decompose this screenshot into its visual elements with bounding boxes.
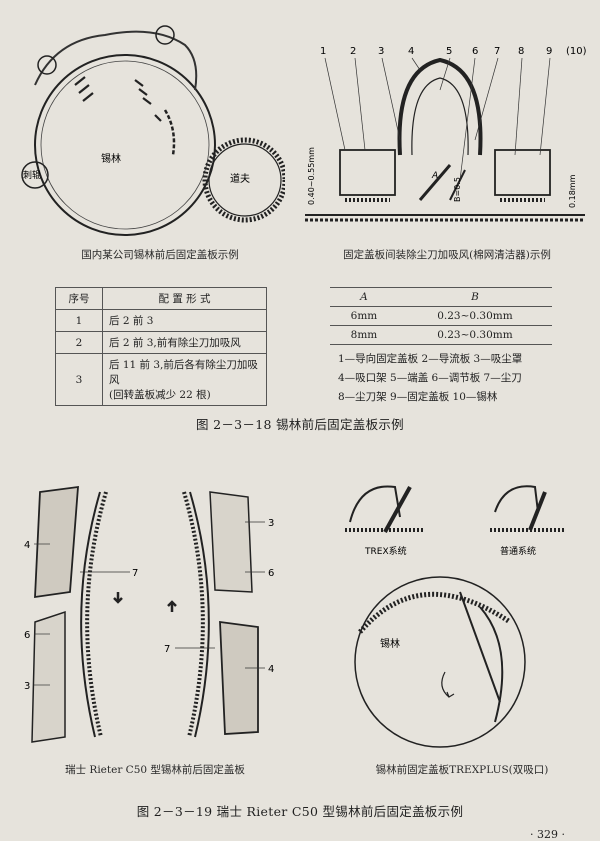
row-no: 3: [55, 353, 103, 406]
label-xilin-trex: 锡林: [380, 637, 400, 650]
num-3: 3: [378, 46, 384, 57]
table-header-row: 序号 配 置 形 式: [55, 287, 267, 310]
gauge-table: A B 6mm 0.23~0.30mm 8mm 0.23~0.30mm: [330, 287, 552, 345]
num-7: 7: [494, 46, 500, 57]
row-no: 2: [55, 331, 103, 354]
figure-caption-2-3-19: 图 2－3－19 瑞士 Rieter C50 型锡林前后固定盖板示例: [136, 804, 464, 819]
label-normal: 普通系统: [500, 545, 536, 557]
fig3-label: 3: [24, 681, 30, 692]
fig-dust-knife-suction-diagram: 1 2 3 4 5 6 7 8 9 (10) 0.40~0.55mm A B=0…: [305, 46, 587, 222]
legend-line: 4—吸口架 5—端盖 6—调节板 7—尘刀: [338, 372, 522, 384]
label-xilin: 锡林: [101, 152, 121, 165]
row-no: 1: [55, 309, 103, 332]
fig2-caption: 固定盖板间装除尘刀加吸风(棉网清洁器)示例: [343, 249, 551, 261]
legend-line: 1—导向固定盖板 2—导流板 3—吸尘罩: [338, 353, 523, 365]
row-text-2: (回转盖板减少 22 根): [109, 389, 211, 401]
row-text: 后 2 前 3,前有除尘刀加吸风: [102, 331, 267, 354]
num-8: 8: [518, 46, 524, 57]
row-text: 后 11 前 3,前后各有除尘刀加吸风: [109, 359, 258, 386]
col-no: 序号: [55, 287, 103, 310]
legend-line: 8—尘刀架 9—固定盖板 10—锡林: [338, 391, 498, 403]
col-config: 配 置 形 式: [102, 287, 267, 310]
fig3-caption: 瑞士 Rieter C50 型锡林前后固定盖板: [65, 764, 245, 776]
fig3-label: 7: [132, 568, 138, 579]
num-2: 2: [350, 46, 356, 57]
fig-trex-diagram: TREX系统 普通系统 锡林: [345, 485, 565, 748]
figure-caption-2-3-18: 图 2－3－18 锡林前后固定盖板示例: [196, 417, 404, 432]
fig-cylinder-flats-diagram: 锡林 道夫 刺辊: [21, 25, 285, 236]
num-4: 4: [408, 46, 414, 57]
fig3-label: 7: [164, 644, 170, 655]
fig4-caption: 锡林前固定盖板TREXPLUS(双吸口): [375, 764, 549, 776]
label-trex: TREX系统: [364, 545, 407, 557]
table-row: 2 后 2 前 3,前有除尘刀加吸风: [55, 331, 267, 354]
fig3-label: 4: [24, 540, 30, 551]
dim-b: B=0.5: [453, 177, 462, 202]
col-b: B: [397, 287, 552, 307]
table-header-row: A B: [330, 287, 552, 307]
label-cilun: 刺辊: [23, 169, 41, 181]
dim-right: 0.18mm: [568, 174, 577, 208]
table-row: 3 后 11 前 3,前后各有除尘刀加吸风 (回转盖板减少 22 根): [55, 353, 267, 406]
fig1-caption: 国内某公司锡林前后固定盖板示例: [81, 249, 239, 261]
table-row: 8mm 0.23~0.30mm: [330, 325, 552, 345]
page-number: · 329 ·: [530, 828, 565, 841]
fig3-label: 6: [268, 568, 274, 579]
row-text: 后 2 前 3: [102, 309, 267, 332]
col-a: A: [330, 287, 398, 307]
dim-left: 0.40~0.55mm: [307, 147, 316, 205]
table-row: 1 后 2 前 3: [55, 309, 267, 332]
num-5: 5: [446, 46, 452, 57]
fig-rieter-c50-diagram: 4 7 6 3 3 6 7 4: [24, 485, 274, 743]
cell-b: 0.23~0.30mm: [397, 325, 552, 345]
num-9: 9: [546, 46, 552, 57]
fig3-label: 4: [268, 664, 274, 675]
num-10: (10): [566, 46, 587, 57]
config-table: 序号 配 置 形 式 1 后 2 前 3 2 后 2 前 3,前有除尘刀加吸风 …: [55, 287, 267, 406]
parts-legend: 1—导向固定盖板 2—导流板 3—吸尘罩 4—吸口架 5—端盖 6—调节板 7—…: [338, 350, 522, 407]
cell-a: 8mm: [330, 325, 398, 345]
table-row: 6mm 0.23~0.30mm: [330, 306, 552, 326]
cell-a: 6mm: [330, 306, 398, 326]
num-6: 6: [472, 46, 478, 57]
num-1: 1: [320, 46, 326, 57]
dim-a: A: [431, 171, 438, 181]
row-text-cell: 后 11 前 3,前后各有除尘刀加吸风 (回转盖板减少 22 根): [102, 353, 267, 406]
fig3-label: 6: [24, 630, 30, 641]
fig3-label: 3: [268, 518, 274, 529]
cell-b: 0.23~0.30mm: [397, 306, 552, 326]
label-daofu: 道夫: [230, 172, 250, 185]
